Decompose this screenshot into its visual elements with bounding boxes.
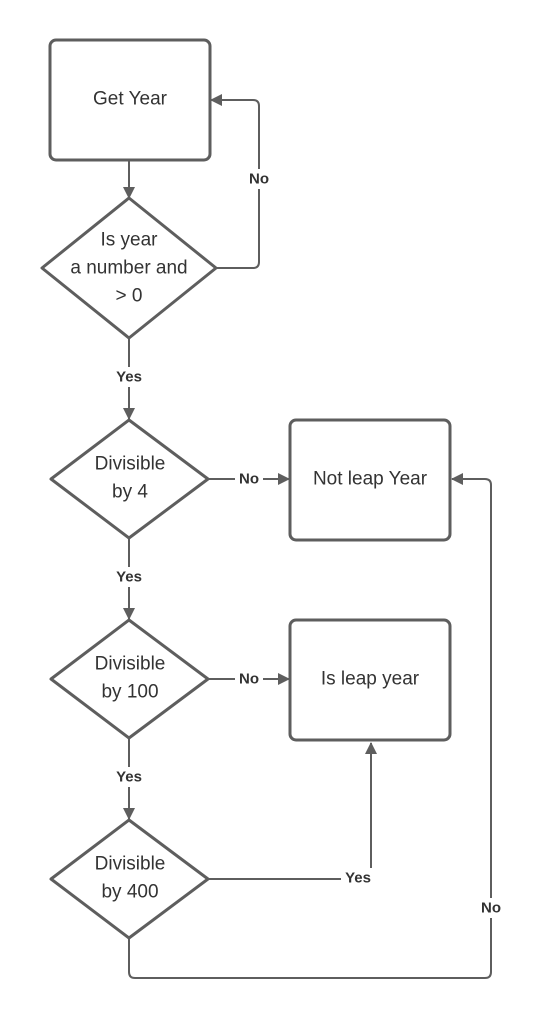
svg-text:Yes: Yes bbox=[345, 870, 371, 887]
svg-text:Yes: Yes bbox=[116, 369, 142, 386]
edge-label-div100-no: No bbox=[235, 669, 263, 689]
edge-div400-no bbox=[128, 473, 492, 979]
svg-text:Is leap year: Is leap year bbox=[321, 669, 420, 690]
node-is-leap-year: Is leap year bbox=[288, 618, 452, 742]
svg-text:No: No bbox=[481, 900, 501, 917]
svg-text:Is year: Is year bbox=[100, 230, 158, 251]
node-not-leap-year: Not leap Year bbox=[288, 418, 452, 542]
edge-div400-yes bbox=[208, 742, 377, 880]
svg-text:Yes: Yes bbox=[116, 769, 142, 786]
svg-text:by 4: by 4 bbox=[112, 482, 148, 503]
svg-text:by 100: by 100 bbox=[101, 682, 158, 703]
node-div4: Divisible by 4 bbox=[49, 418, 210, 540]
edge-label-isnumber-yes: Yes bbox=[112, 367, 146, 387]
svg-text:Yes: Yes bbox=[116, 569, 142, 586]
edge-labels-layer: No Yes No Yes No Yes Yes No bbox=[112, 169, 505, 918]
edge-label-div400-no: No bbox=[477, 898, 505, 918]
edge-label-div4-no: No bbox=[235, 469, 263, 489]
svg-text:a number and: a number and bbox=[70, 258, 187, 279]
node-is-number: Is year a number and > 0 bbox=[40, 196, 218, 340]
svg-text:Divisible: Divisible bbox=[95, 654, 166, 675]
edge-label-div400-yes: Yes bbox=[341, 868, 375, 888]
node-div100: Divisible by 100 bbox=[49, 618, 210, 740]
svg-text:Divisible: Divisible bbox=[95, 854, 166, 875]
svg-text:No: No bbox=[249, 171, 269, 188]
svg-text:> 0: > 0 bbox=[116, 286, 143, 307]
edge-label-isnumber-no: No bbox=[245, 169, 273, 189]
svg-text:Not leap Year: Not leap Year bbox=[313, 469, 428, 490]
nodes-layer: Get Year Is year a number and > 0 Divisi… bbox=[40, 38, 452, 940]
node-div400: Divisible by 400 bbox=[49, 818, 210, 940]
edge-label-div4-yes: Yes bbox=[112, 567, 146, 587]
node-get-year: Get Year bbox=[48, 38, 212, 162]
svg-text:Get Year: Get Year bbox=[93, 89, 168, 110]
svg-text:Divisible: Divisible bbox=[95, 454, 166, 475]
svg-text:No: No bbox=[239, 671, 259, 688]
svg-text:No: No bbox=[239, 471, 259, 488]
edge-label-div100-yes: Yes bbox=[112, 767, 146, 787]
svg-text:by 400: by 400 bbox=[101, 882, 158, 903]
